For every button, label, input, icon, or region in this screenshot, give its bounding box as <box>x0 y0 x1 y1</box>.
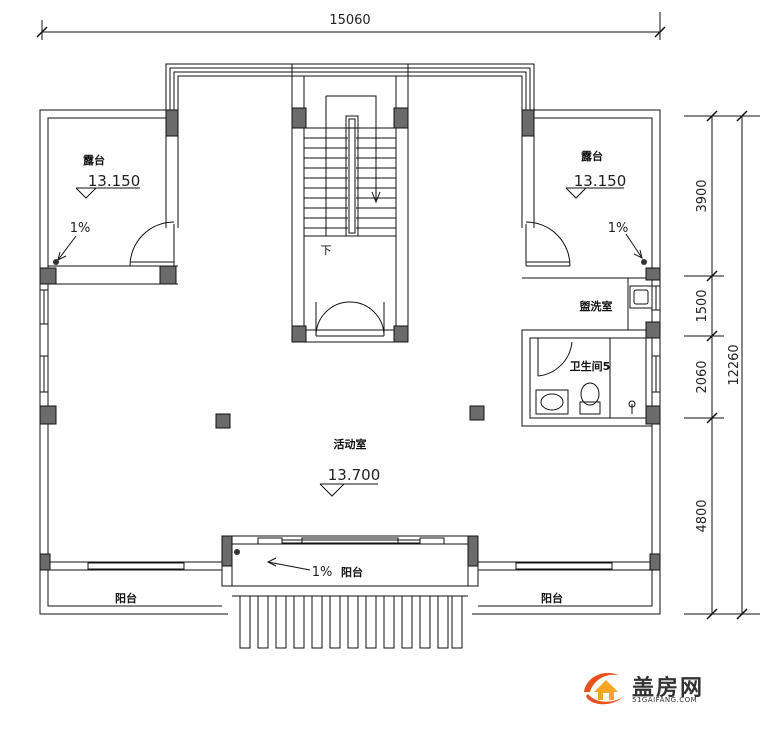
right-dimensions <box>684 110 760 620</box>
floor-drains <box>53 259 647 555</box>
columns <box>39 107 661 571</box>
dim-4800: 4800 <box>695 499 710 532</box>
side-balconies <box>48 561 652 571</box>
stair-direction: 下 <box>321 244 332 257</box>
level-terrace-left: 13.150 <box>88 172 141 190</box>
room-balcony-left: 阳台 <box>115 591 137 605</box>
level-terrace-right: 13.150 <box>574 172 627 190</box>
stairwell <box>291 63 409 343</box>
front-railing <box>232 595 468 649</box>
logo-name: 盖房网 <box>632 676 705 701</box>
level-activity: 13.700 <box>328 466 381 484</box>
dim-2060: 2060 <box>695 360 710 393</box>
top-dimension <box>36 12 666 40</box>
room-activity: 活动室 <box>334 437 367 451</box>
slope-arrows <box>57 233 643 571</box>
level-markers <box>75 187 624 497</box>
room-balcony-right: 阳台 <box>541 591 563 605</box>
room-balcony-center: 阳台 <box>341 565 363 579</box>
dim-3900: 3900 <box>695 179 710 212</box>
stair-treads <box>304 137 396 229</box>
dim-1500: 1500 <box>695 289 710 322</box>
slope-balcony-center: 1% <box>312 565 333 580</box>
outer-walls <box>39 109 661 615</box>
dim-12260: 12260 <box>727 344 742 385</box>
room-bathroom: 卫生间5 <box>570 359 611 373</box>
overall-width-label: 15060 <box>329 13 370 28</box>
room-washroom: 盥洗室 <box>580 299 613 313</box>
roof-parapet <box>165 63 535 110</box>
slope-terrace-left: 1% <box>70 221 91 236</box>
right-terrace-door <box>525 221 571 267</box>
house-logo-icon <box>584 672 624 705</box>
site-logo[interactable]: 盖房网 51GAIFANG.COM <box>580 666 740 712</box>
room-terrace-left: 露台 <box>83 153 105 167</box>
slope-terrace-right: 1% <box>608 221 629 236</box>
bathroom-block <box>521 278 653 427</box>
room-terrace-right: 露台 <box>581 149 603 163</box>
logo-url: 51GAIFANG.COM <box>632 696 698 704</box>
left-terrace-door <box>129 221 175 267</box>
